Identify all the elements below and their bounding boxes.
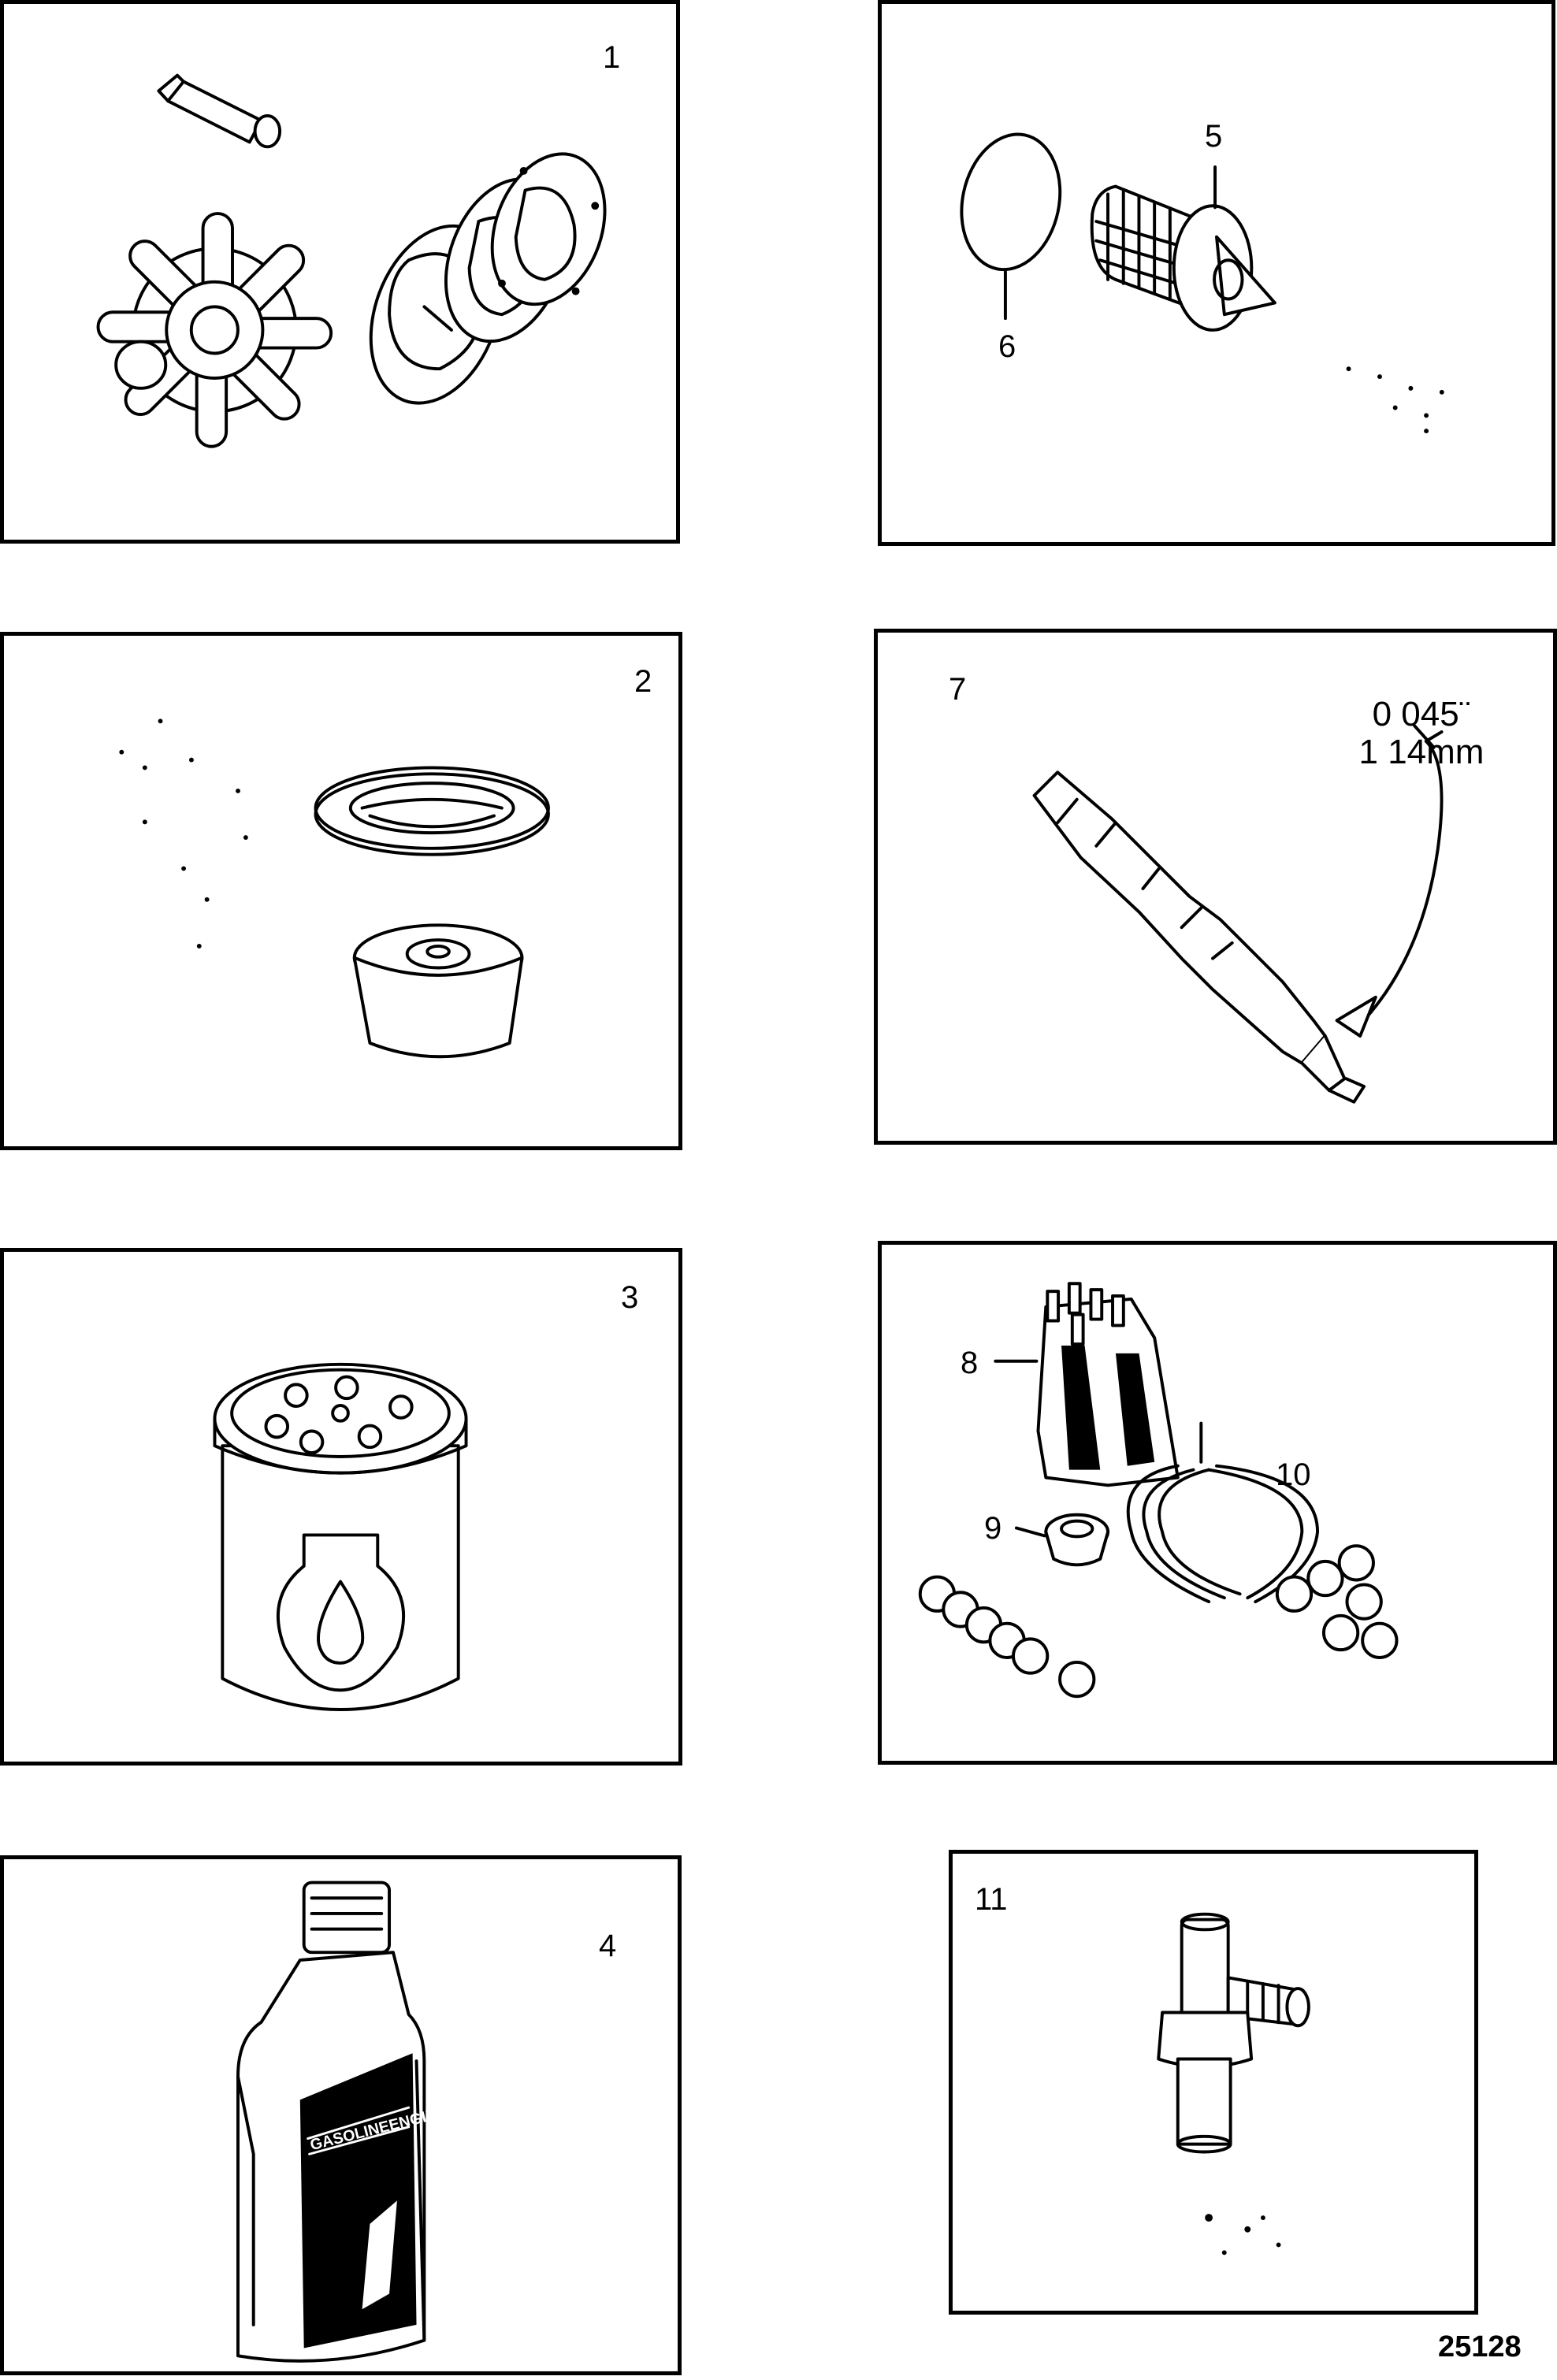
item-number-10: 10 [1276,1457,1311,1492]
oil-filter-illustration [213,1362,468,1711]
speckle-marks [1205,2214,1281,2256]
thermostat-illustration [119,718,550,1059]
distributor-cap-icon [994,1282,1180,1487]
ignition-wires-icon [918,1421,1399,1699]
cover-plate-icon [444,152,607,343]
panel-spark-plug: 7 0 045¨ 1 14mm [874,629,1557,1145]
pcv-valve-icon [1157,1912,1310,2154]
rotor-icon [1014,1513,1110,1567]
speckle-marks [119,718,248,949]
oil-bottle-icon [236,1881,426,2363]
item-number: 3 [621,1280,639,1315]
oil-filter-icon [213,1362,468,1711]
item-number: 11 [975,1882,1008,1917]
panel-fuel-filter: 5 6 [878,0,1555,546]
ignition-kit-illustration [918,1282,1399,1699]
item-number-9: 9 [984,1511,1002,1546]
figure-number: 25128 [1438,2330,1522,2363]
thermostat-body-icon [352,923,524,1059]
fuel-filter-illustration [960,132,1444,434]
panel-impeller-kit: 1 [0,0,680,544]
item-number: 4 [599,1929,617,1963]
item-number-8: 8 [961,1346,979,1380]
impeller-icon [96,212,333,448]
speckle-marks [1346,366,1444,434]
panel-oil-filter: 3 [0,1248,682,1766]
pcv-valve-illustration [1157,1912,1310,2256]
spark-plug-icon [1032,770,1366,1104]
panel-ignition-kit: 8 9 10 [878,1241,1557,1765]
panel-pcv-valve: 11 [949,1850,1478,2315]
gap-mm-value: 1 14mm [1358,733,1485,772]
item-number: 1 [603,40,621,75]
gap-callout: 0 045¨ 1 14mm [1319,695,1524,772]
panel-oil-bottle: 4 GASOLINEENGINEOIL [0,1855,682,2375]
impeller-kit-illustration [96,73,607,448]
gap-inch-value: 0 045¨ [1372,695,1471,733]
o-ring-icon [960,132,1062,272]
item-number-6: 6 [998,329,1016,364]
item-number: 2 [634,664,652,699]
gap-arrow-icon [1335,724,1444,1038]
item-number-5: 5 [1205,119,1223,154]
grease-tube-icon [157,73,282,149]
oil-bottle-illustration: GASOLINEENGINEOIL [236,1881,474,2363]
panel-thermostat: 2 [0,632,682,1150]
fuel-filter-screen-icon [1090,184,1276,332]
cap-icon [114,340,168,390]
spark-plug-illustration [1032,724,1444,1104]
item-number: 7 [949,672,967,707]
thermostat-ring-icon [314,766,550,856]
